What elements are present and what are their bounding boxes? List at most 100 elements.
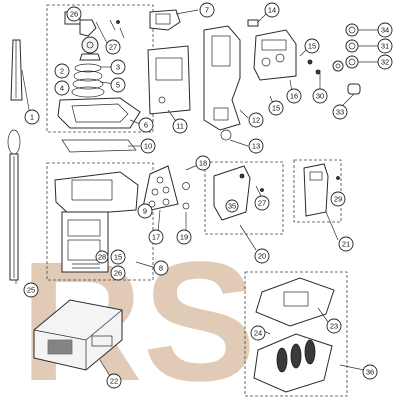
part-16-connector <box>253 29 297 81</box>
callout-number: 1 <box>30 113 34 122</box>
callout-number: 16 <box>290 92 298 101</box>
group-box-8 <box>46 162 154 281</box>
part-10-gasket <box>61 139 137 153</box>
callout-number: 13 <box>252 142 260 151</box>
part-24-battery-tray <box>253 333 333 393</box>
callout-5: 5 <box>110 77 126 93</box>
callout-36: 36 <box>362 364 378 380</box>
callout-number: 26 <box>70 10 78 19</box>
callout-number: 17 <box>152 233 160 242</box>
callout-number: 29 <box>334 195 342 204</box>
callout-30: 30 <box>312 88 328 104</box>
group-box-21 <box>293 159 342 223</box>
callout-number: 21 <box>342 240 350 249</box>
callout-number: 27 <box>258 199 266 208</box>
callout-number: 6 <box>144 121 148 130</box>
callout-15c: 15 <box>110 249 126 265</box>
part-11-plate <box>147 45 191 115</box>
part-25-lanyard <box>7 129 21 281</box>
callout-number: 15 <box>308 42 316 51</box>
part-22-device-body <box>33 299 123 371</box>
callout-number: 19 <box>180 233 188 242</box>
callout-13: 13 <box>248 138 264 154</box>
callout-number: 28 <box>98 253 106 262</box>
callout-12: 12 <box>248 112 264 128</box>
callout-number: 36 <box>366 368 374 377</box>
callout-number: 7 <box>205 6 209 15</box>
group-boxes <box>46 4 348 397</box>
callout-number: 2 <box>60 67 64 76</box>
callout-2: 2 <box>54 63 70 79</box>
callout-6: 6 <box>138 117 154 133</box>
callout-23: 23 <box>326 318 342 334</box>
callout-33: 33 <box>332 104 348 120</box>
callout-34: 34 <box>377 22 393 38</box>
callout-16: 16 <box>286 88 302 104</box>
callouts: 1 2 3 4 5 6 7 8 9 10 11 12 13 14 15 15 1… <box>23 2 393 389</box>
part-14-pin <box>247 19 259 27</box>
part-21-belt-clip <box>303 163 340 217</box>
callout-number: 20 <box>258 252 266 261</box>
callout-number: 32 <box>381 58 389 67</box>
callout-number: 26 <box>114 269 122 278</box>
callout-28: 28 <box>95 250 109 264</box>
part-20-hinge-bracket <box>213 165 264 221</box>
callout-31: 31 <box>377 38 393 54</box>
callout-26b: 26 <box>110 265 126 281</box>
part-1-stylus <box>10 39 23 101</box>
callout-number: 10 <box>144 142 152 151</box>
callout-27a: 27 <box>105 39 121 55</box>
callout-15b: 15 <box>268 100 284 116</box>
callout-32: 32 <box>377 54 393 70</box>
group-box-36 <box>244 271 348 397</box>
callout-18: 18 <box>195 155 211 171</box>
callout-17: 17 <box>148 229 164 245</box>
callout-10: 10 <box>140 138 156 154</box>
callout-21: 21 <box>338 236 354 252</box>
callout-4: 4 <box>54 80 70 96</box>
callout-number: 9 <box>143 207 147 216</box>
callout-number: 3 <box>116 63 120 72</box>
callout-number: 31 <box>381 42 389 51</box>
part-17-triangle-plate <box>141 165 179 213</box>
callout-number: 4 <box>60 84 64 93</box>
callout-number: 24 <box>254 329 262 338</box>
callout-8: 8 <box>153 260 169 276</box>
callout-number: 30 <box>316 92 324 101</box>
callout-9: 9 <box>137 203 153 219</box>
callout-number: 15 <box>114 253 122 262</box>
callout-25: 25 <box>23 282 39 298</box>
callout-27b: 27 <box>254 195 270 211</box>
part-6-housing-assembly <box>57 11 141 129</box>
callout-35: 35 <box>225 199 239 213</box>
callout-24: 24 <box>250 325 266 341</box>
callout-number: 5 <box>116 81 120 90</box>
callout-number: 8 <box>159 264 163 273</box>
group-box-6 <box>46 4 154 133</box>
callout-number: 15 <box>272 104 280 113</box>
callout-22: 22 <box>106 373 122 389</box>
callout-3: 3 <box>110 59 126 75</box>
callout-1: 1 <box>24 109 40 125</box>
callout-number: 23 <box>330 322 338 331</box>
parts-18-19-orings <box>182 182 190 210</box>
callout-number: 14 <box>268 6 276 15</box>
callout-19: 19 <box>176 229 192 245</box>
callout-number: 27 <box>109 43 117 52</box>
parts-30-34-washers <box>307 23 361 95</box>
part-12-bracket <box>203 25 241 131</box>
callout-number: 11 <box>176 122 184 131</box>
callout-number: 12 <box>252 116 260 125</box>
callout-26a: 26 <box>66 6 82 22</box>
callout-29: 29 <box>330 191 346 207</box>
part-13-ring <box>220 129 232 141</box>
callout-number: 34 <box>381 26 389 35</box>
part-7-clip-block <box>149 9 181 31</box>
callout-number: 18 <box>199 159 207 168</box>
callout-20: 20 <box>254 248 270 264</box>
callout-number: 35 <box>228 202 236 211</box>
part-23-battery-cover <box>255 277 335 327</box>
callout-number: 33 <box>336 108 344 117</box>
